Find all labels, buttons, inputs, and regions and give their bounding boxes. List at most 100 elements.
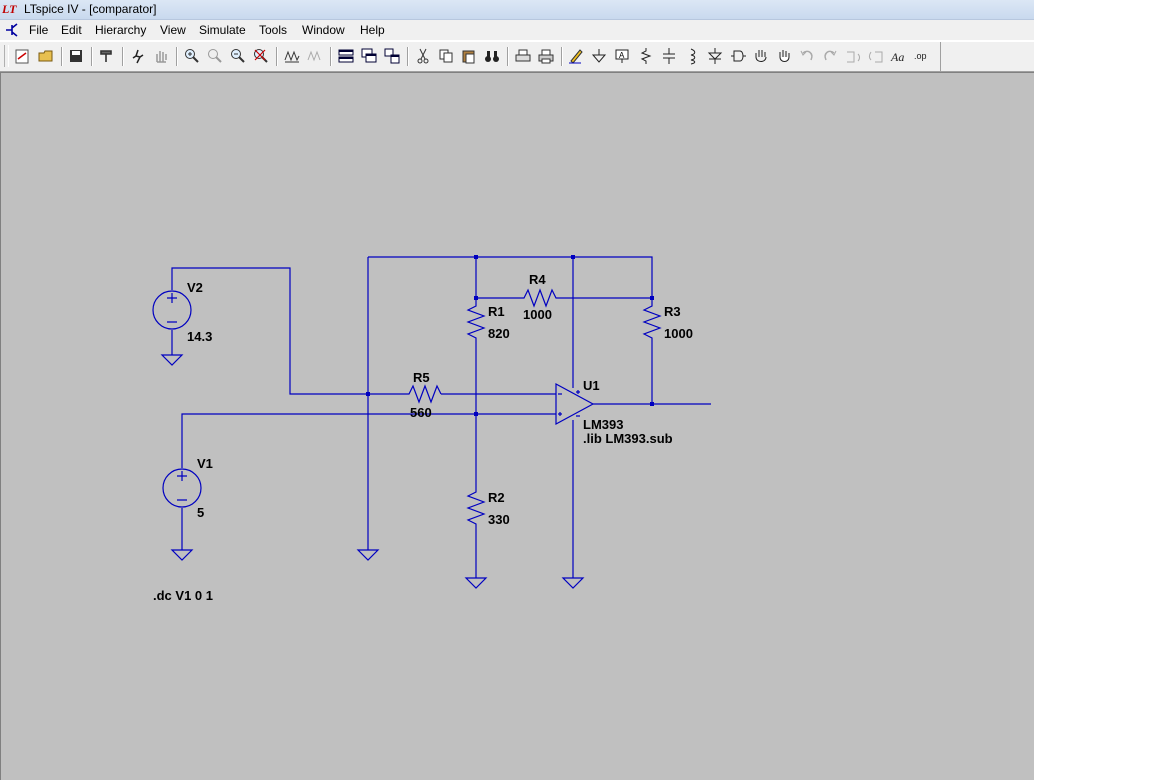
r4-value-label[interactable]: 1000 <box>523 307 552 322</box>
save-button[interactable] <box>66 46 86 66</box>
r1-name-label[interactable]: R1 <box>488 304 505 319</box>
place-inductor-button[interactable] <box>682 46 702 66</box>
v2-name-label[interactable]: V2 <box>187 280 203 295</box>
spice-directive[interactable]: .dc V1 0 1 <box>153 588 213 603</box>
menu-window[interactable]: Window <box>302 23 345 37</box>
r2-name-label[interactable]: R2 <box>488 490 505 505</box>
move-button[interactable] <box>751 46 771 66</box>
place-component-button[interactable] <box>728 46 748 66</box>
binoculars-icon <box>485 51 499 62</box>
spice-directive-icon: .op <box>914 51 927 61</box>
polarity-marks <box>177 471 187 501</box>
open-button[interactable] <box>36 46 56 66</box>
wire[interactable] <box>181 413 556 468</box>
r4-name-label[interactable]: R4 <box>529 272 546 287</box>
voltage-source-v1[interactable]: V1 5 <box>162 456 213 520</box>
ground-symbol[interactable] <box>160 354 184 366</box>
r3-value-label[interactable]: 1000 <box>664 326 693 341</box>
u1-lib-label[interactable]: .lib LM393.sub <box>583 431 673 446</box>
r1-value-label[interactable]: 820 <box>488 326 510 341</box>
place-ground-button[interactable] <box>589 46 609 66</box>
run-button[interactable] <box>128 46 148 66</box>
delete-trace-button[interactable] <box>305 46 325 66</box>
v1-value-label[interactable]: 5 <box>197 505 204 520</box>
menu-help[interactable]: Help <box>360 23 385 37</box>
u1-value-label[interactable]: LM393 <box>583 417 623 432</box>
resistor-symbol <box>466 302 486 342</box>
find-button[interactable] <box>482 46 502 66</box>
mirror-button[interactable] <box>866 46 886 66</box>
wire[interactable] <box>171 267 368 395</box>
halt-button[interactable] <box>151 46 171 66</box>
wires <box>171 256 711 578</box>
menu-tools[interactable]: Tools <box>259 23 288 37</box>
spice-directive-button[interactable]: .op <box>912 46 932 66</box>
text-aa-icon: Aa <box>890 50 904 64</box>
run-icon <box>132 49 144 64</box>
resistor-r2[interactable]: R2 330 <box>466 488 510 528</box>
resistor-r1[interactable]: R1 820 <box>466 302 510 342</box>
pan-button[interactable] <box>205 46 225 66</box>
label-net-button[interactable]: A <box>612 46 632 66</box>
new-schematic-button[interactable] <box>12 46 32 66</box>
place-capacitor-button[interactable] <box>659 46 679 66</box>
ground-symbol[interactable] <box>561 577 585 589</box>
undo-button[interactable] <box>797 46 817 66</box>
new-schematic-icon <box>15 49 29 64</box>
zoom-in-button[interactable] <box>182 46 202 66</box>
r3-name-label[interactable]: R3 <box>664 304 681 319</box>
toolbar-end-divider <box>940 42 941 71</box>
voltage-source-v2[interactable]: V2 14.3 <box>152 280 212 344</box>
v2-value-label[interactable]: 14.3 <box>187 329 212 344</box>
redo-button[interactable] <box>820 46 840 66</box>
print-button[interactable] <box>536 46 556 66</box>
open-folder-icon <box>38 50 53 62</box>
tile-horizontal-button[interactable] <box>336 46 356 66</box>
schematic-canvas[interactable]: V2 14.3 V1 5 R1 820 <box>0 72 1034 780</box>
autorange-button[interactable] <box>282 46 302 66</box>
text-button[interactable]: Aa <box>889 46 909 66</box>
comparator-u1[interactable]: U1 LM393 .lib LM393.sub <box>555 378 673 446</box>
resistor-r4[interactable]: R4 1000 <box>520 272 558 322</box>
v1-name-label[interactable]: V1 <box>197 456 213 471</box>
zoom-in-icon <box>185 49 199 63</box>
resistor-r5[interactable]: R5 560 <box>405 370 442 420</box>
r5-name-label[interactable]: R5 <box>413 370 430 385</box>
place-resistor-button[interactable] <box>636 46 656 66</box>
resistor-r3[interactable]: R3 1000 <box>642 302 693 342</box>
rotate-button[interactable] <box>843 46 863 66</box>
cascade-button[interactable] <box>359 46 379 66</box>
place-diode-button[interactable] <box>705 46 725 66</box>
svg-text:A: A <box>619 51 625 60</box>
zoom-out-button[interactable] <box>228 46 248 66</box>
cut-button[interactable] <box>413 46 433 66</box>
print-setup-button[interactable] <box>513 46 533 66</box>
paste-button[interactable] <box>459 46 479 66</box>
wire[interactable] <box>368 256 653 298</box>
r5-value-label[interactable]: 560 <box>410 405 432 420</box>
menu-simulate[interactable]: Simulate <box>199 23 246 37</box>
junction-dot <box>650 296 654 300</box>
menu-hierarchy[interactable]: Hierarchy <box>95 23 147 37</box>
printer-setup-icon <box>515 49 531 62</box>
zoom-fit-button[interactable] <box>251 46 271 66</box>
ground-symbol[interactable] <box>464 577 488 589</box>
title-bar: LT LTspice IV - [comparator] <box>0 0 1034 20</box>
menu-view[interactable]: View <box>160 23 186 37</box>
toolbar-grip[interactable] <box>4 45 9 67</box>
ground-symbol[interactable] <box>356 549 380 561</box>
draw-wire-button[interactable] <box>566 46 586 66</box>
menu-edit[interactable]: Edit <box>61 23 82 37</box>
control-panel-button[interactable] <box>97 46 117 66</box>
hammer-icon <box>100 50 112 62</box>
drag-button[interactable] <box>774 46 794 66</box>
r2-value-label[interactable]: 330 <box>488 512 510 527</box>
ground-symbol[interactable] <box>170 549 194 561</box>
mirror-icon <box>869 51 883 63</box>
menu-file[interactable]: File <box>29 23 49 37</box>
zoom-icon <box>208 49 222 63</box>
tile-vertical-button[interactable] <box>382 46 402 66</box>
u1-name-label[interactable]: U1 <box>583 378 600 393</box>
save-icon <box>70 50 82 62</box>
copy-button[interactable] <box>436 46 456 66</box>
